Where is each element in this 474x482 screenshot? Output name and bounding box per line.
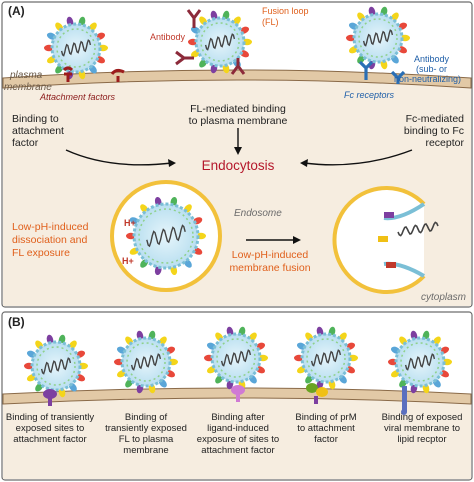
lowph-fusion-2: membrane fusion [229,262,310,274]
caption-3: Binding after ligand-induced exposure of… [197,412,279,456]
caption-3-line-4: attachment factor [201,445,274,456]
caption-2-line-1: Binding of [125,412,168,423]
step-mid-2: to plasma membrane [189,115,288,127]
caption-4: Binding of prM to attachment factor [295,412,356,445]
caption-1-line-3: attachment factor [13,434,86,445]
antibody-icons [175,9,246,75]
step-left-3: factor [12,137,39,149]
fusion-loop-label-2: (FL) [262,17,279,27]
caption-4-line-2: to attachment [297,423,355,434]
endocytosis-label: Endocytosis [202,158,275,173]
caption-2-line-4: membrane [123,445,168,456]
virion-b-3 [204,326,268,390]
membrane-label-2: membrane [4,82,52,93]
hplus-1: H+ [124,218,136,228]
lowph-left-3: FL exposure [12,247,70,259]
virion-endosome [126,196,206,276]
panel-b: (B) Binding of transiently exposed sites… [1,311,473,481]
step-right-1: Fc-mediated [406,113,465,125]
antibody-right-label-2: (sub- or [416,64,447,74]
caption-1-line-1: Binding of transiently [6,412,94,423]
caption-4-line-1: Binding of prM [295,412,356,423]
caption-5-line-1: Binding of exposed [382,412,463,423]
virion-b-5 [388,330,452,394]
caption-2-line-2: transiently exposed [105,423,187,434]
caption-5-line-2: viral membrane to [384,423,460,434]
caption-3-line-1: Binding after [211,412,264,423]
lowph-fusion-1: Low-pH-induced [232,249,309,261]
caption-5-line-3: lipid recptor [397,434,446,445]
step-mid-1: FL-mediated binding [190,103,286,115]
hplus-2: H+ [122,256,134,266]
cytoplasm-label: cytoplasm [421,292,466,303]
lowph-left-2: dissociation and [12,234,87,246]
fusion-loop-label-1: Fusion loop [262,6,309,16]
virion-b-4 [294,326,358,390]
virion-b-2 [114,330,178,394]
fc-receptors [358,60,406,84]
caption-1: Binding of transiently exposed sites to … [6,412,94,445]
plasma-membrane [2,69,472,89]
virion-fl-binding [188,10,252,74]
step-left-2: attachment [12,125,64,137]
endosome-label: Endosome [234,208,282,219]
released-genome [378,212,439,268]
antibody-right-label-1: Antibody [414,54,450,64]
caption-3-line-2: ligand-induced [207,423,269,434]
antibody-right-label-3: non-neutralizing) [394,74,461,84]
lowph-left-1: Low-pH-induced [12,221,89,233]
panel-b-tag: (B) [8,315,25,329]
panel-a-tag: (A) [8,4,25,18]
attachment-factor-receptors [62,66,125,82]
virion-fc-binding [346,6,410,70]
caption-2-line-3: FL to plasma [119,434,174,445]
step-right-2: binding to Fc [404,125,464,137]
membrane-label-1: plasma [9,70,43,81]
virion-b-1 [24,334,88,398]
step-left-1: Binding to [12,113,59,125]
caption-3-line-3: exposure of sites to [197,434,279,445]
panel-b-cytoplasm [3,388,471,479]
antibody-fl-label: Antibody [150,32,186,42]
caption-5: Binding of exposed viral membrane to lip… [382,412,463,445]
fc-receptors-label: Fc receptors [344,90,395,100]
caption-4-line-3: factor [314,434,338,445]
attachment-factors-label: Attachment factors [39,92,116,102]
panel-a: (A) plasma membrane Attachment factors A… [1,1,473,308]
arrowheads [168,147,308,167]
step-right-3: receptor [425,137,464,149]
caption-1-line-2: exposed sites to [16,423,85,434]
caption-2: Binding of transiently exposed FL to pla… [105,412,187,456]
panel-b-receptors [43,383,407,415]
fusion-arrowhead [293,236,301,244]
endocytosis-arrows [65,128,413,166]
